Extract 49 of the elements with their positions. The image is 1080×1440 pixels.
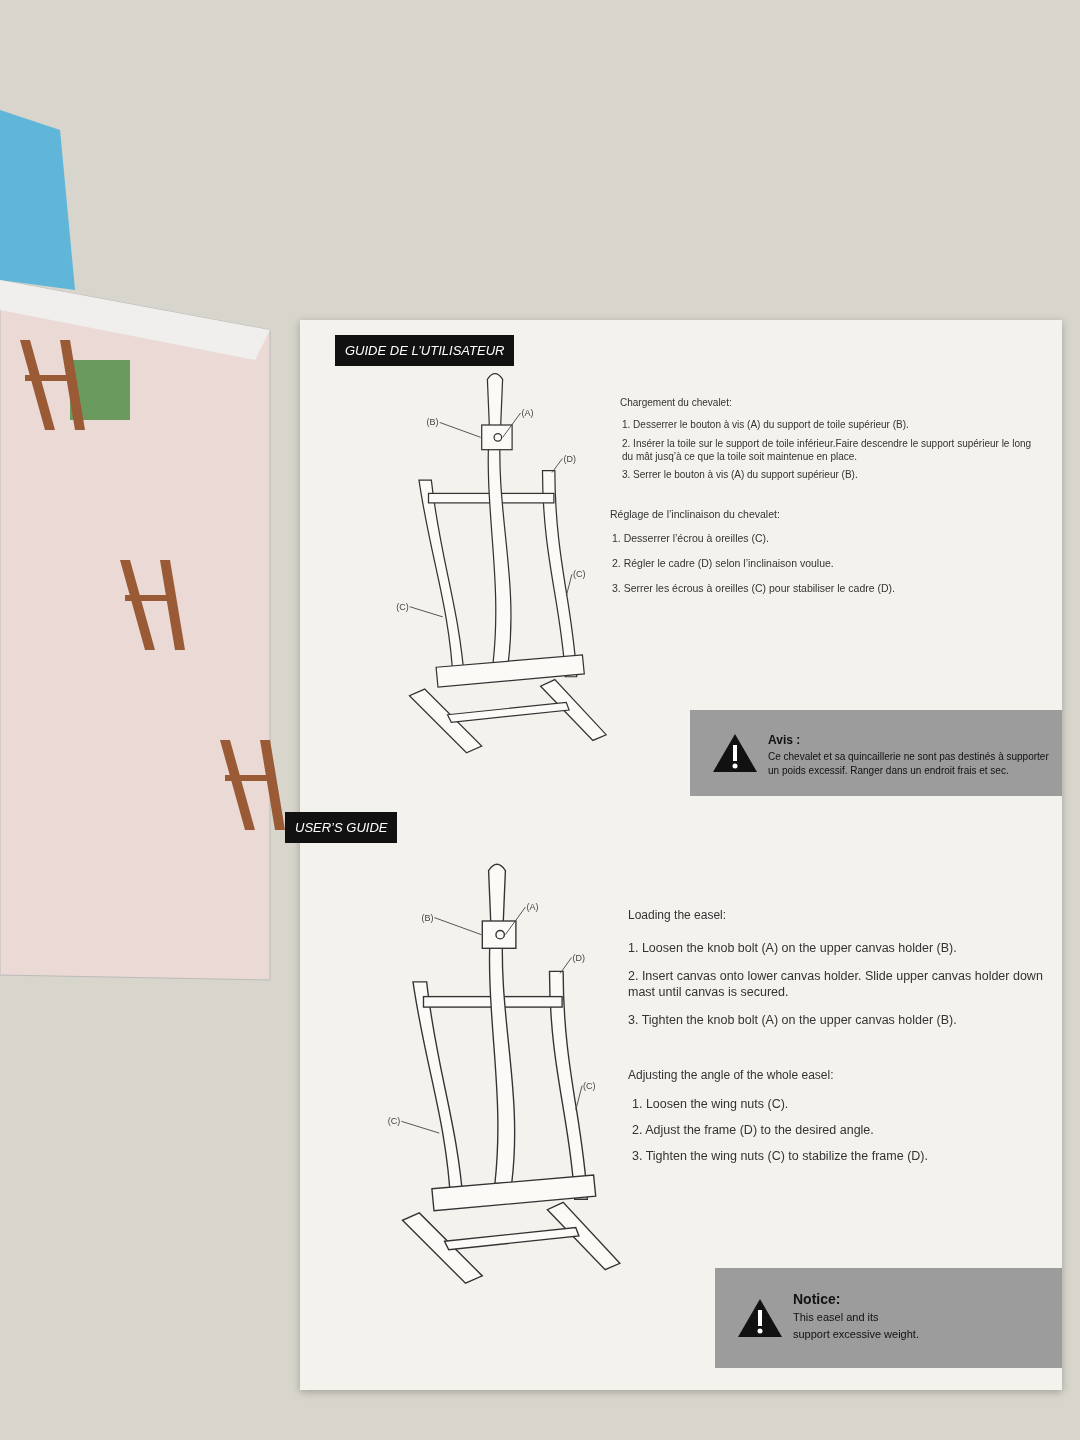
warning-text: support excessive weight. bbox=[793, 1326, 920, 1342]
leader-line bbox=[400, 1120, 440, 1134]
instruction-step: 3. Tighten the knob bolt (A) on the upper canvas holder (B). bbox=[628, 1012, 1058, 1029]
warning-text: This easel and its bbox=[793, 1310, 880, 1325]
instruction-step: 1. Loosen the wing nuts (C). bbox=[632, 1096, 1052, 1113]
callout-letter: (D) bbox=[572, 952, 586, 963]
instruction-step: 1. Loosen the knob bolt (A) on the upper canvas holder (B). bbox=[628, 940, 1058, 957]
warning-heading: Notice: bbox=[793, 1290, 842, 1309]
leader-line bbox=[409, 606, 444, 618]
canvas-holder-block bbox=[481, 424, 513, 451]
instruction-step: 3. Tighten the wing nuts (C) to stabilize the frame (D). bbox=[632, 1148, 1062, 1165]
callout-letter: (A) bbox=[521, 407, 534, 418]
callout-letter: (C) bbox=[396, 601, 409, 612]
callout-letter: (C) bbox=[572, 569, 586, 580]
callout-letter: (B) bbox=[421, 912, 434, 923]
knob-bolt bbox=[493, 432, 503, 442]
leader-line bbox=[551, 458, 563, 473]
instruction-step: 3. Serrer le bouton à vis (A) du support supérieur (B). bbox=[622, 468, 1022, 481]
instruction-step: 2. Adjust the frame (D) to the desired angle. bbox=[632, 1122, 1052, 1139]
callout-letter: (C) bbox=[387, 1116, 401, 1127]
callout-letter: (C) bbox=[583, 1080, 596, 1091]
callout-letter: (A) bbox=[526, 902, 539, 913]
callout-letter: (B) bbox=[426, 417, 439, 428]
instruction-step: 1. Desserrer le bouton à vis (A) du support de toile supérieur (B). bbox=[622, 418, 1022, 431]
warning-text: Ce chevalet et sa quincaillerie ne sont pas destinés à supporter un poids excessif. Ranger dans un endroit frais et sec. bbox=[768, 750, 1050, 777]
canvas-holder-block bbox=[481, 920, 517, 949]
warning-panel bbox=[715, 1268, 1062, 1368]
section-heading-tab: GUIDE DE L’UTILISATEUR bbox=[335, 335, 515, 366]
knob-bolt bbox=[495, 929, 506, 940]
warning-panel bbox=[690, 710, 1062, 796]
leader-line bbox=[504, 906, 526, 936]
leader-line bbox=[439, 421, 482, 438]
instruction-heading: Adjusting the angle of the whole easel: bbox=[628, 1068, 835, 1084]
warning-heading: Avis : bbox=[768, 732, 802, 749]
instruction-step: 1. Desserrer l’écrou à oreilles (C). bbox=[612, 532, 1012, 546]
callout-letter: (D) bbox=[563, 453, 576, 464]
instruction-step: 3. Serrer les écrous à oreilles (C) pour stabiliser le cadre (D). bbox=[612, 582, 1052, 596]
instruction-heading: Réglage de l’inclinaison du chevalet: bbox=[610, 508, 781, 522]
instruction-heading: Chargement du chevalet: bbox=[620, 396, 733, 409]
leader-line bbox=[502, 412, 522, 438]
leader-line bbox=[565, 573, 573, 597]
leader-line bbox=[559, 957, 573, 974]
instruction-step: 2. Régler le cadre (D) selon l’inclinaison voulue. bbox=[612, 557, 1012, 571]
section-heading-tab: USER’S GUIDE bbox=[285, 812, 398, 843]
leader-line bbox=[433, 917, 482, 936]
leader-line bbox=[575, 1085, 583, 1111]
instruction-step: 2. Insert canvas onto lower canvas holder. Slide upper canvas holder down mast until canvas is secured. bbox=[628, 968, 1058, 1001]
instruction-heading: Loading the easel: bbox=[628, 908, 728, 924]
instruction-step: 2. Insérer la toile sur le support de toile inférieur.Faire descendre le support supérieur le long du mât jusq’à ce que la toile soit maintenue en place. bbox=[622, 437, 1042, 463]
